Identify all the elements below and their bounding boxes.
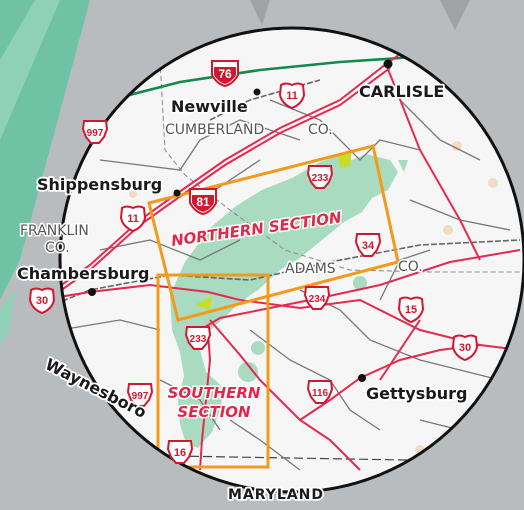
interstate-shield-icon: 81 xyxy=(189,188,217,216)
keystone-shield-icon: 234 xyxy=(304,286,330,310)
place-label-carlisle: CARLISLE xyxy=(359,82,444,101)
relief-ridge xyxy=(250,0,270,25)
county-label-adams-co: CO. xyxy=(398,259,423,275)
svg-text:997: 997 xyxy=(87,128,104,139)
urban-patch xyxy=(443,225,453,235)
us-route-shield-icon: 15 xyxy=(398,296,424,323)
place-label-chambersburg: Chambersburg xyxy=(17,264,150,283)
relief-ridge xyxy=(440,0,470,30)
svg-text:234: 234 xyxy=(309,294,326,305)
keystone-shield-icon: 997 xyxy=(82,120,108,144)
us-route-shield-icon: 11 xyxy=(120,205,146,232)
interstate-shield-icon: 76 xyxy=(211,60,239,88)
svg-text:81: 81 xyxy=(196,195,210,209)
svg-text:11: 11 xyxy=(286,90,298,102)
place-label-maryland: MARYLAND xyxy=(228,487,324,503)
svg-text:997: 997 xyxy=(132,391,149,402)
town-dot-icon xyxy=(358,374,366,382)
place-label-shippensburg: Shippensburg xyxy=(37,175,162,194)
forest-patch xyxy=(251,341,265,355)
place-label-gettysburg: Gettysburg xyxy=(366,384,467,403)
town-dot-icon xyxy=(253,88,261,96)
forest-patch xyxy=(353,276,367,290)
us-route-shield-icon: 11 xyxy=(279,82,305,109)
county-label-cumberland-co: CO. xyxy=(308,122,333,138)
svg-text:16: 16 xyxy=(174,447,186,459)
southern-section-outline xyxy=(156,273,270,469)
svg-text:34: 34 xyxy=(362,240,375,252)
county-label-cumberland: CUMBERLAND xyxy=(165,122,264,138)
map-circle-border xyxy=(58,26,524,494)
keystone-shield-icon: 16 xyxy=(167,440,193,464)
keystone-shield-icon: 233 xyxy=(185,326,211,350)
keystone-shield-icon: 233 xyxy=(307,165,333,189)
forest-area xyxy=(170,154,398,448)
outside-forest-strip xyxy=(0,0,60,140)
keystone-shield-icon: 34 xyxy=(355,233,381,257)
urban-patch xyxy=(488,178,498,188)
highlight-patch xyxy=(195,296,212,310)
svg-text:11: 11 xyxy=(127,213,139,225)
place-label-newville: Newville xyxy=(171,97,248,116)
county-label-franklin: FRANKLIN xyxy=(20,223,89,239)
keystone-shield-icon: 116 xyxy=(307,380,333,404)
forest-patch xyxy=(238,362,258,382)
town-dot-icon xyxy=(88,288,96,296)
svg-text:116: 116 xyxy=(312,388,329,399)
northern-section-outline xyxy=(147,144,400,322)
svg-text:233: 233 xyxy=(190,334,207,345)
keystone-shield-icon: 997 xyxy=(127,383,153,407)
us-route-shield-icon: 30 xyxy=(452,334,478,361)
forest-patch xyxy=(398,160,408,172)
urban-patch xyxy=(452,141,462,151)
town-dot-icon xyxy=(383,59,393,69)
town-dot-icon xyxy=(173,189,181,197)
county-label-franklin-co: CO. xyxy=(45,240,70,256)
us-route-shield-icon: 30 xyxy=(29,287,55,314)
county-label-adams: ADAMS xyxy=(285,261,336,277)
svg-text:30: 30 xyxy=(36,295,48,307)
svg-text:233: 233 xyxy=(312,173,329,184)
svg-text:15: 15 xyxy=(405,304,417,316)
outside-forest-south xyxy=(0,290,14,345)
svg-text:30: 30 xyxy=(459,342,471,354)
southern-section-label-line1: SOUTHERN xyxy=(168,384,261,402)
southern-section-label-line2: SECTION xyxy=(177,403,251,421)
urban-patch xyxy=(129,190,137,198)
svg-text:76: 76 xyxy=(218,67,232,81)
